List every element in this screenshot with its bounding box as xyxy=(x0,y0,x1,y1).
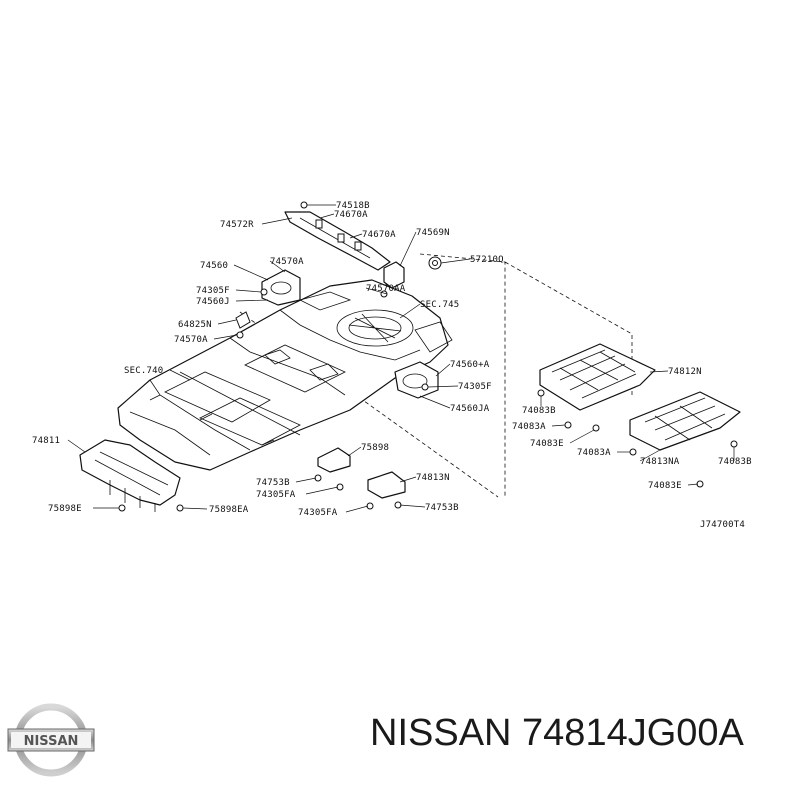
callout-74305F: 74305F xyxy=(196,286,230,296)
diagram-reference-code: J74700T4 xyxy=(700,520,745,530)
grommet-57210Q xyxy=(428,256,442,270)
callout-74083B: 74083B xyxy=(522,406,556,416)
cover-74813N xyxy=(367,471,406,499)
clip-64825N xyxy=(235,311,251,339)
leader-lines xyxy=(67,204,735,513)
callout-74811: 74811 xyxy=(32,436,60,446)
callout-74305FA: 74305FA xyxy=(256,490,296,500)
callout-64825N: 64825N xyxy=(178,320,212,330)
callout-74570A: 74570A xyxy=(174,335,208,345)
callout-74083A: 74083A xyxy=(512,422,546,432)
callout-74083A: 74083A xyxy=(577,448,611,458)
callout-74305F: 74305F xyxy=(458,382,492,392)
undercover-74812N xyxy=(539,343,656,411)
callout-sec-745: SEC.745 xyxy=(420,300,459,310)
callout-74560: 74560 xyxy=(200,261,228,271)
bolt-74305F-1 xyxy=(260,288,268,296)
bolt-74083E-1 xyxy=(592,424,600,432)
callout-75898: 75898 xyxy=(361,443,389,453)
part-title: NISSAN 74814JG00A xyxy=(370,712,744,754)
bolt-74083B-2 xyxy=(730,440,738,448)
logo-wordmark: NISSAN xyxy=(24,734,79,749)
callout-74083E: 74083E xyxy=(530,439,564,449)
callout-74569N: 74569N xyxy=(416,228,450,238)
bracket-74569N xyxy=(383,261,405,289)
callout-74560J: 74560J xyxy=(196,297,230,307)
callout-74083B: 74083B xyxy=(718,457,752,467)
callout-75898E: 75898E xyxy=(48,504,82,514)
callout-74305FA: 74305FA xyxy=(298,508,338,518)
callout-74813NA: 74813NA xyxy=(640,457,680,467)
callout-74518B: 74518B xyxy=(336,201,370,211)
callout-74753B: 74753B xyxy=(256,478,290,488)
rear-rail xyxy=(284,211,391,271)
callout-75898EA: 75898EA xyxy=(209,505,249,515)
bolt-74083B-1 xyxy=(537,389,545,397)
undercover-74811 xyxy=(79,439,181,512)
callout-57210Q: 57210Q xyxy=(470,255,504,265)
bolt-74518B xyxy=(300,201,308,209)
bolt-74083A-2 xyxy=(629,448,637,456)
bolt-74083A-1 xyxy=(564,421,572,429)
bolt-75898EA xyxy=(176,504,184,512)
callout-74670A: 74670A xyxy=(362,230,396,240)
callout-74813N: 74813N xyxy=(416,473,450,483)
cover-75898 xyxy=(317,447,351,473)
nissan-logo: NISSAN xyxy=(7,703,95,777)
callout-sec-740: SEC.740 xyxy=(124,366,163,376)
callout-74812N: 74812N xyxy=(668,367,702,377)
callout-74083E: 74083E xyxy=(648,481,682,491)
callout-74670A: 74670A xyxy=(334,210,368,220)
callout-74560JA: 74560JA xyxy=(450,404,490,414)
floor-pan xyxy=(117,279,453,471)
callout-74753B: 74753B xyxy=(425,503,459,513)
plate-74570A xyxy=(261,269,301,306)
callout-74560-A: 74560+A xyxy=(450,360,490,370)
undercover-74813NA xyxy=(629,391,741,451)
bolt-75898E xyxy=(118,504,126,512)
callout-74572R: 74572R xyxy=(220,220,254,230)
callout-74570A: 74570A xyxy=(270,257,304,267)
callout-74570AA: 74570AA xyxy=(366,284,406,294)
bolt-74305F-2 xyxy=(421,383,429,391)
